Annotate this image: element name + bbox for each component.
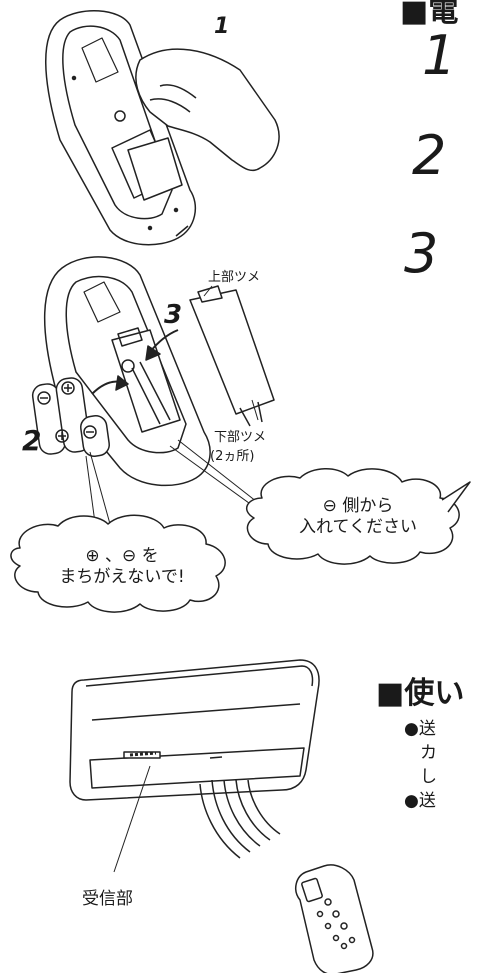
remote-cover-removal-figure (45, 10, 280, 246)
lower-claw-count-label: (2ヵ所) (210, 449, 255, 464)
polarity-bubble-shape (10, 514, 226, 613)
section-heading-fragment: ■電 (400, 0, 459, 29)
step-number-2: 2 (412, 124, 447, 187)
insert-side-bubble-text: ⊖ 側から 入れてください (270, 496, 446, 538)
insert-side-bubble-shape (245, 468, 460, 565)
polarity-bubble-line2: まちがえないで! (59, 567, 185, 587)
usage-bullet-1-line2: カ (420, 743, 437, 763)
usage-bullet-2-line1: ●送 (404, 791, 436, 811)
insert-side-bubble-line2: 入れてください (299, 517, 417, 537)
insert-side-bubble-line1: ⊖ 側から (322, 496, 394, 516)
figure-step-2-label: 2 (22, 424, 42, 457)
air-conditioner-usage-figure (69, 659, 374, 973)
figure-step-1-label: 1 (214, 14, 230, 39)
step-number-3: 3 (404, 222, 439, 285)
polarity-bubble-line1: ⊕ 、⊖ を (85, 546, 159, 566)
usage-section-heading: ■使い (376, 676, 465, 711)
polarity-bubble-text: ⊕ 、⊖ を まちがえないで! (36, 546, 208, 588)
usage-bullet-1-line3: し (420, 767, 437, 787)
usage-bullet-1-line1: ●送 (404, 719, 436, 739)
figure-step-3-label: 3 (164, 300, 183, 330)
upper-claw-label: 上部ツメ (208, 270, 261, 285)
step-number-1: 1 (422, 24, 457, 87)
lower-claw-label: 下部ツメ (214, 430, 267, 445)
receiver-label: 受信部 (82, 889, 133, 909)
battery-insertion-figure (31, 256, 281, 561)
